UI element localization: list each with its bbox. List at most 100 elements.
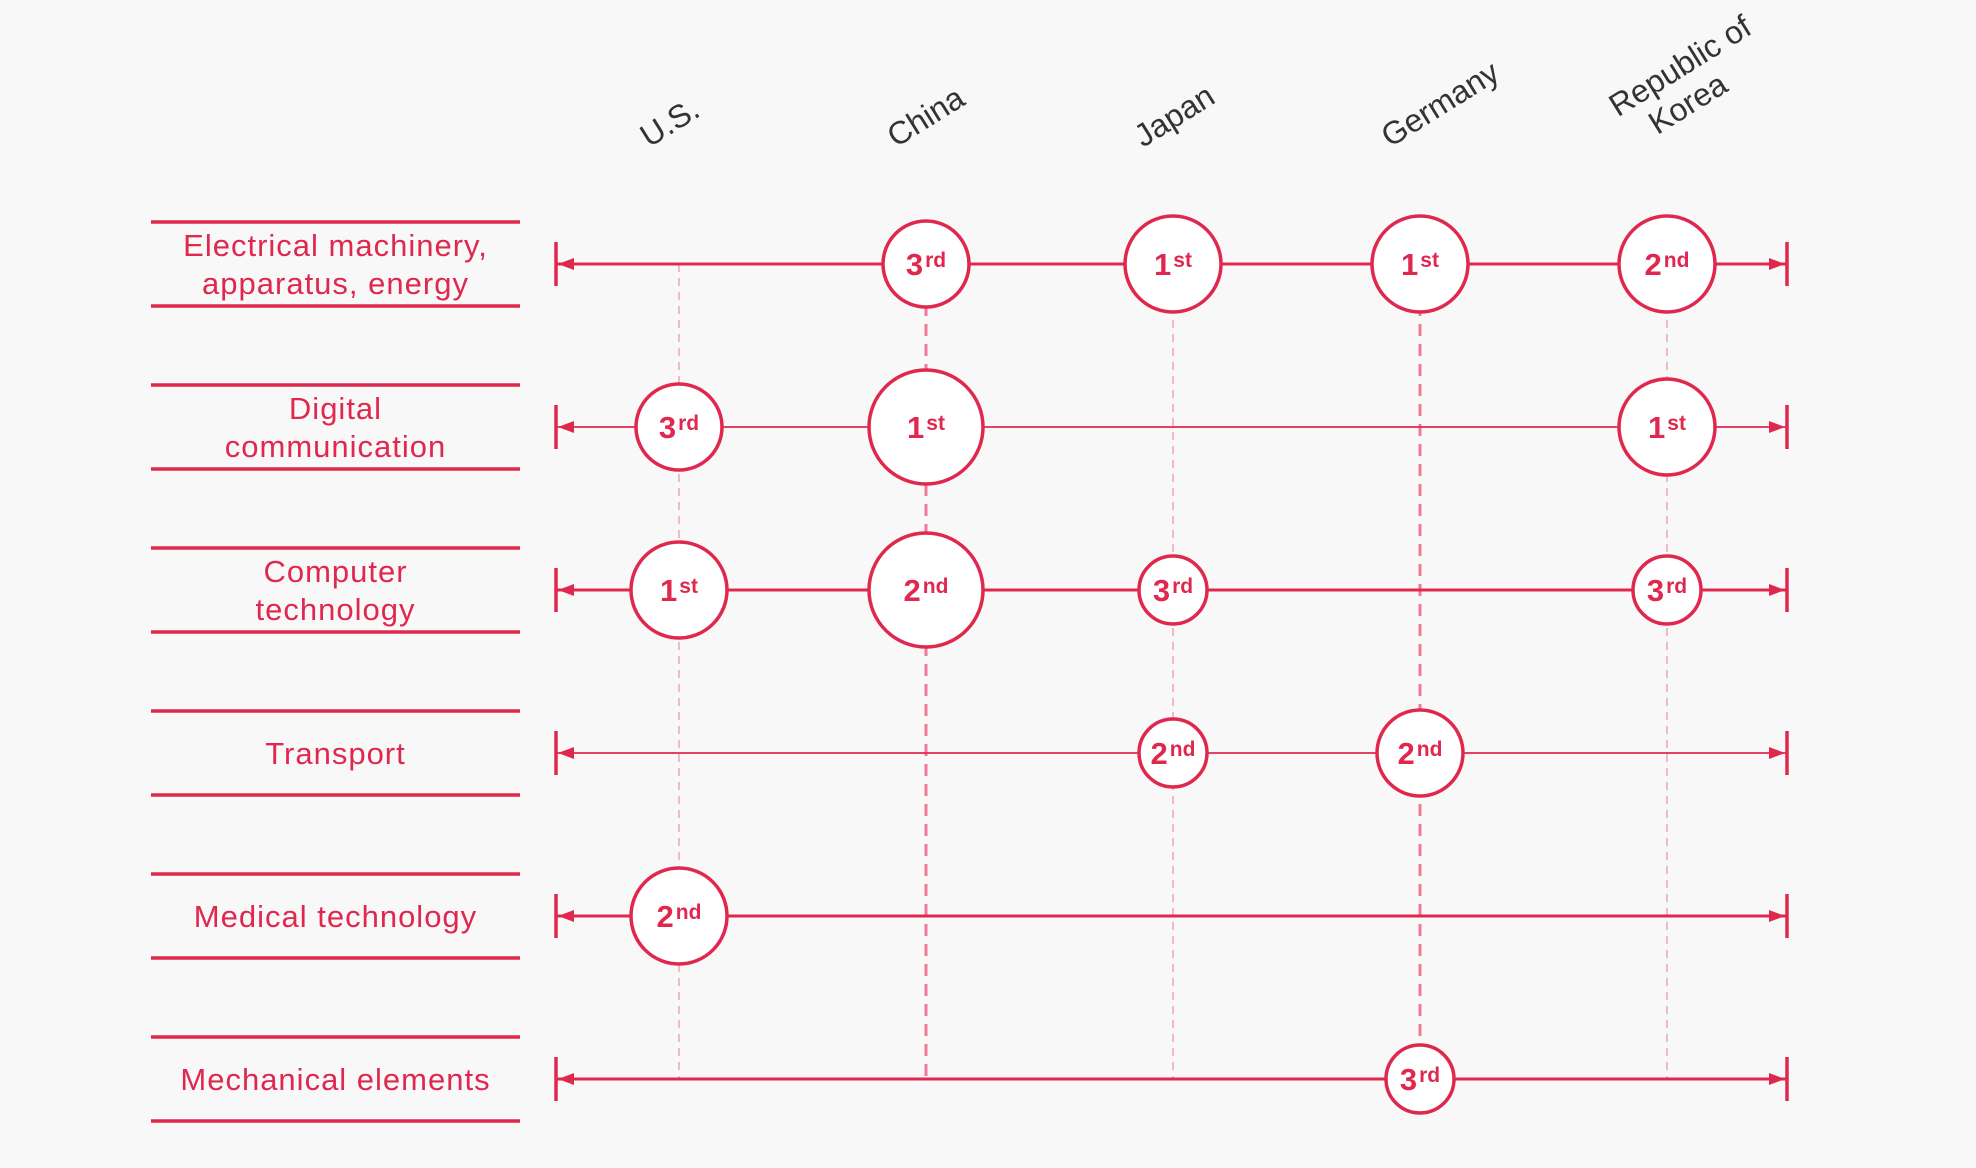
rank-suffix: nd: [923, 575, 949, 598]
rank-label: 3rd: [1400, 1062, 1440, 1097]
rank-circle: [1375, 708, 1465, 798]
right-arrowhead: [1769, 910, 1785, 922]
category-label: apparatus, energy: [202, 266, 469, 301]
rank-marker: 1st: [1617, 377, 1717, 477]
rank-label: 1st: [660, 573, 698, 608]
rank-marker: 3rd: [634, 382, 724, 472]
rank-suffix: st: [1420, 249, 1439, 272]
category-label: Medical technology: [194, 899, 477, 934]
rank-circle: [867, 368, 985, 486]
country-header-2: Japan: [1128, 77, 1221, 154]
rank-label: 2nd: [904, 573, 949, 608]
rank-label: 2nd: [1151, 736, 1196, 771]
rank-marker: 1st: [1123, 214, 1223, 314]
category-label: Computer: [263, 554, 407, 589]
right-arrowhead: [1769, 1073, 1785, 1085]
category-label: Digital: [289, 391, 382, 426]
rank-label: 2nd: [1398, 736, 1443, 771]
rank-number: 2: [1398, 736, 1415, 771]
rank-suffix: rd: [1666, 575, 1687, 598]
rank-suffix: st: [926, 412, 945, 435]
rank-number: 3: [659, 410, 676, 445]
rank-label: 3rd: [906, 247, 946, 282]
left-arrowhead: [558, 910, 574, 922]
rank-label: 2nd: [657, 899, 702, 934]
right-arrowhead: [1769, 584, 1785, 596]
category-rows: Electrical machinery,apparatus, energyDi…: [151, 220, 1789, 1123]
rank-number: 2: [904, 573, 921, 608]
category-label: technology: [256, 592, 416, 627]
rank-number: 3: [1153, 573, 1170, 608]
rank-circle: [867, 531, 985, 649]
rank-suffix: st: [1667, 412, 1686, 435]
right-arrowhead: [1769, 747, 1785, 759]
country-header-0: U.S.: [634, 90, 706, 154]
rank-circle: [1137, 554, 1209, 626]
rank-suffix: nd: [1170, 738, 1196, 761]
rank-circle: [1384, 1043, 1456, 1115]
rank-label: 1st: [1154, 247, 1192, 282]
rank-number: 1: [660, 573, 677, 608]
rank-label: 3rd: [659, 410, 699, 445]
rank-marker: 2nd: [867, 531, 985, 649]
rank-marker: 2nd: [1617, 214, 1717, 314]
rank-number: 1: [1154, 247, 1171, 282]
rank-number: 3: [906, 247, 923, 282]
country-label: China: [881, 79, 971, 154]
left-arrowhead: [558, 747, 574, 759]
category-row-4: Medical technology: [151, 872, 1789, 960]
rank-marker: 2nd: [1375, 708, 1465, 798]
rank-marker: 1st: [867, 368, 985, 486]
left-arrowhead: [558, 421, 574, 433]
rank-marker: 2nd: [1137, 717, 1209, 789]
right-arrowhead: [1769, 258, 1785, 270]
rank-marker: 3rd: [1137, 554, 1209, 626]
rank-marker: 3rd: [1631, 554, 1703, 626]
rank-suffix: nd: [1417, 738, 1443, 761]
rank-marker: 2nd: [629, 866, 729, 966]
rank-number: 2: [657, 899, 674, 934]
left-arrowhead: [558, 584, 574, 596]
country-header-3: Germany: [1375, 54, 1506, 154]
rank-circle: [629, 866, 729, 966]
category-label: Transport: [265, 736, 406, 771]
rank-suffix: rd: [1419, 1064, 1440, 1087]
rank-circle: [1137, 717, 1209, 789]
rank-circle: [1631, 554, 1703, 626]
rank-suffix: st: [1173, 249, 1192, 272]
country-guide-lines: [678, 264, 1668, 1079]
rank-marker: 3rd: [881, 219, 971, 309]
rank-marker: 3rd: [1384, 1043, 1456, 1115]
rank-label: 3rd: [1647, 573, 1687, 608]
rank-circle: [629, 540, 729, 640]
country-label: Japan: [1128, 77, 1221, 154]
rank-circle: [1617, 377, 1717, 477]
rank-circle: [1370, 214, 1470, 314]
left-arrowhead: [558, 1073, 574, 1085]
rank-number: 2: [1645, 247, 1662, 282]
rank-suffix: rd: [1172, 575, 1193, 598]
rank-label: 1st: [1401, 247, 1439, 282]
category-label: Mechanical elements: [180, 1062, 490, 1097]
rank-number: 1: [907, 410, 924, 445]
rank-suffix: rd: [678, 412, 699, 435]
left-arrowhead: [558, 258, 574, 270]
rank-number: 2: [1151, 736, 1168, 771]
country-label: U.S.: [634, 90, 706, 154]
rank-marker: 1st: [1370, 214, 1470, 314]
category-row-5: Mechanical elements: [151, 1035, 1789, 1123]
rank-number: 3: [1400, 1062, 1417, 1097]
category-label: Electrical machinery,: [183, 228, 488, 263]
country-label: Germany: [1375, 54, 1506, 154]
rank-suffix: rd: [925, 249, 946, 272]
rank-suffix: nd: [1664, 249, 1690, 272]
rank-circle: [1123, 214, 1223, 314]
rank-label: 1st: [1648, 410, 1686, 445]
rank-circle: [634, 382, 724, 472]
rank-circle: [881, 219, 971, 309]
category-row-3: Transport: [151, 709, 1789, 797]
